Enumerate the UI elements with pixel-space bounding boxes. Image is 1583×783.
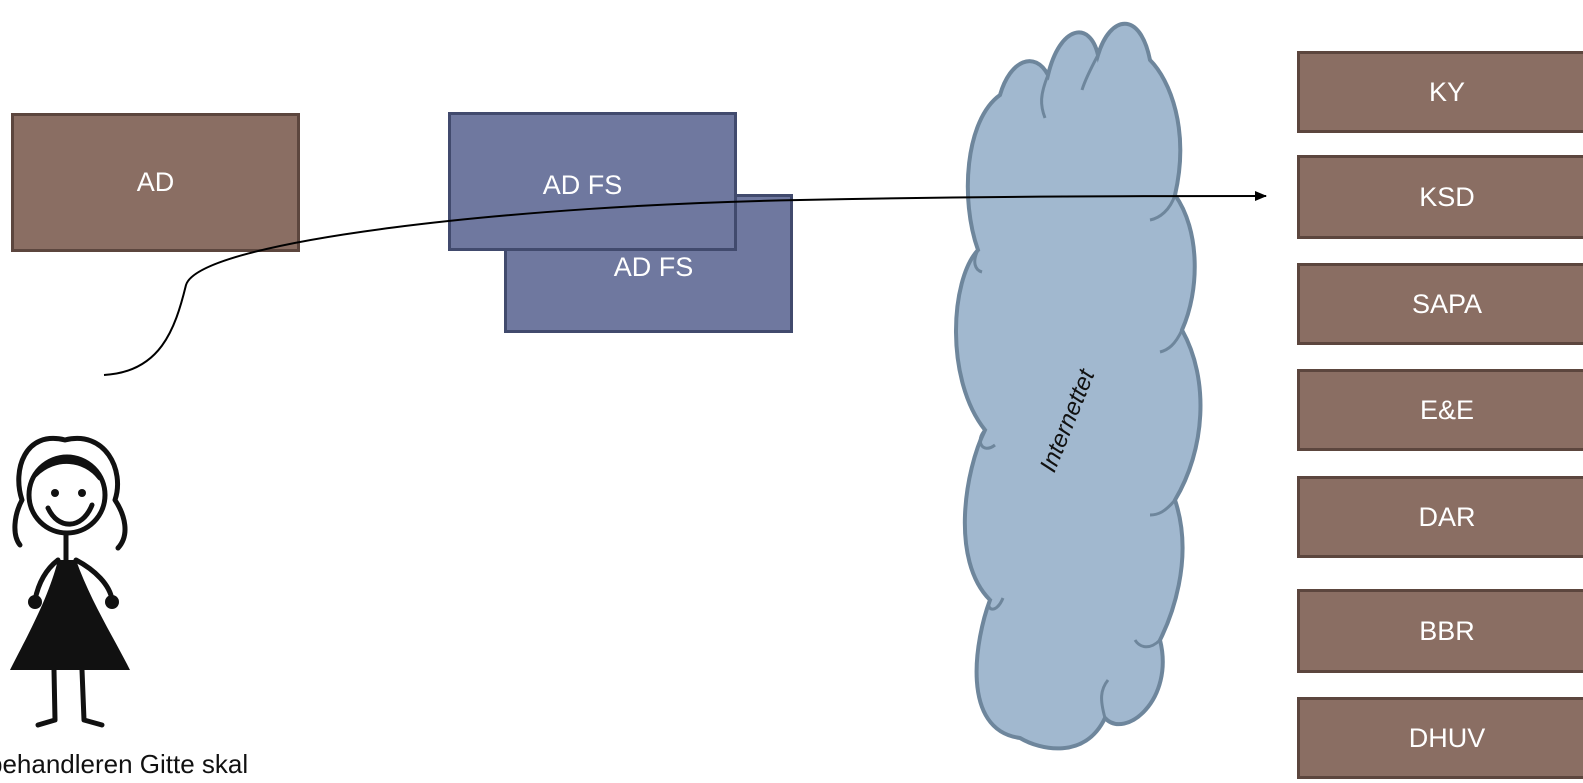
service-bbr: BBR <box>1297 589 1583 673</box>
adfs-back-label: AD FS <box>613 252 694 282</box>
service-label: KSD <box>1419 181 1475 212</box>
service-label: KY <box>1428 76 1466 107</box>
service-label: BBR <box>1419 615 1475 646</box>
ad-label: AD <box>136 167 175 197</box>
service-ksd: KSD <box>1297 155 1583 239</box>
ad-box: AD <box>11 113 300 252</box>
service-sapa: SAPA <box>1297 263 1583 345</box>
service-dhuv: DHUV <box>1297 697 1583 779</box>
service-label: E&E <box>1419 394 1475 425</box>
service-ky: KY <box>1297 51 1583 133</box>
service-ee: E&E <box>1297 369 1583 451</box>
service-label: DHUV <box>1408 722 1486 753</box>
service-label: SAPA <box>1411 288 1483 319</box>
adfs-front-label: AD FS <box>542 170 623 200</box>
person-caption: behandleren Gitte skal <box>0 749 249 779</box>
adfs-server-front: AD FS <box>448 112 737 251</box>
service-dar: DAR <box>1297 476 1583 558</box>
service-label: DAR <box>1418 501 1476 532</box>
